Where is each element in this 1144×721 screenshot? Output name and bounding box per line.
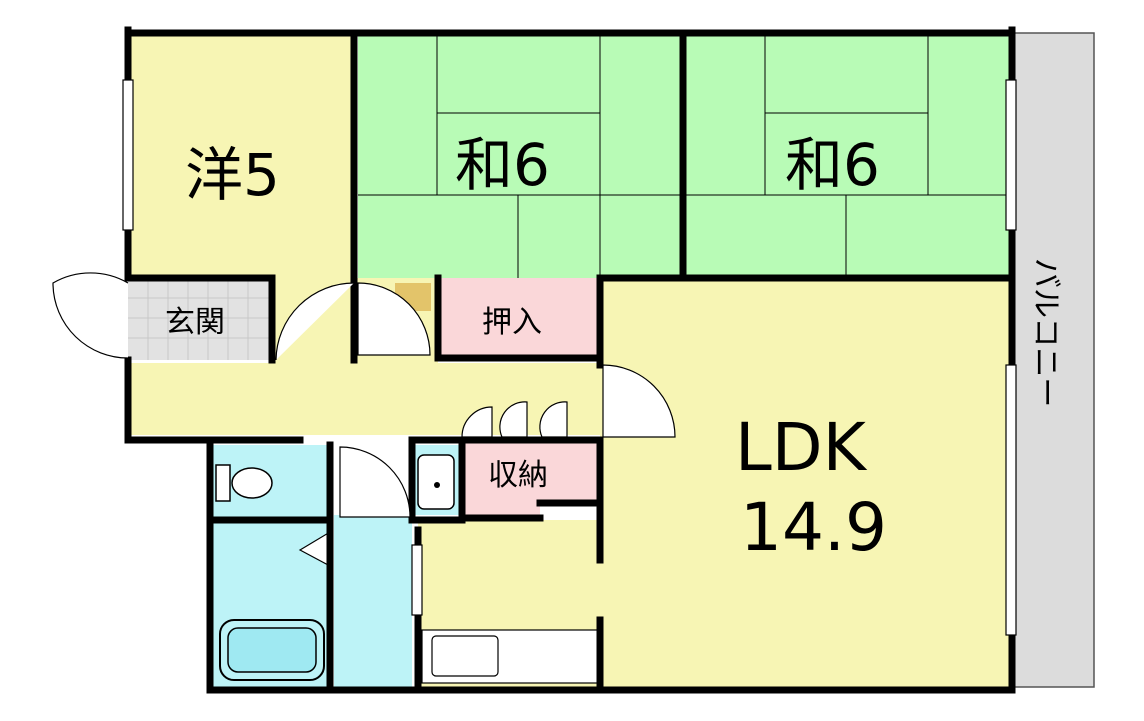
tatami-lines-left <box>358 33 683 278</box>
tatami-lines-right <box>683 33 1009 278</box>
storage-closet <box>462 440 600 515</box>
balcony-label-text: バルコニー <box>1028 258 1063 407</box>
ldk-room <box>600 278 1009 687</box>
western-room <box>128 33 354 278</box>
japanese-room-left <box>358 33 683 278</box>
toilet-tank-icon <box>215 464 231 502</box>
wash-basin-icon <box>417 454 455 510</box>
japanese-room-right-label: 和6 <box>785 131 880 199</box>
ldk-size-label: 14.9 <box>740 489 887 566</box>
storage-label: 収納 <box>488 458 548 493</box>
bathtub-inner-icon <box>227 627 317 673</box>
hallway <box>128 363 600 435</box>
entrance-label: 玄関 <box>165 305 225 340</box>
balcony-label: バルコニー <box>1028 258 1063 407</box>
entrance-tile-grid <box>128 278 272 360</box>
sink-icon <box>431 635 499 677</box>
windows <box>122 79 1017 636</box>
doors <box>52 272 676 518</box>
oshiire-closet <box>438 278 600 358</box>
western-room-label: 洋5 <box>185 141 280 209</box>
drain-icon <box>434 482 440 488</box>
balcony-area <box>1011 32 1095 688</box>
ldk-label: LDK <box>735 409 868 486</box>
oshiire-label: 押入 <box>482 305 542 340</box>
japanese-room-left-label: 和6 <box>455 131 550 199</box>
toilet-bowl-icon <box>231 467 273 499</box>
